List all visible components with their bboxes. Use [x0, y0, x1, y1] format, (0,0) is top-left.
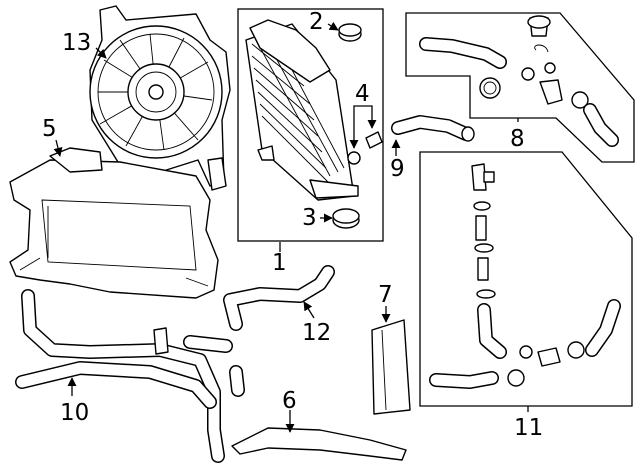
callout-13: 13 [62, 30, 91, 56]
callout-9: 9 [390, 156, 405, 182]
hose-kit-11 [429, 163, 621, 389]
leader-lines [53, 21, 529, 433]
upper-hose-9 [391, 115, 475, 142]
radiator-group-box [237, 8, 384, 242]
lower-insulator [332, 208, 360, 229]
hose-kit-8 [419, 15, 619, 147]
callout-10: 10 [60, 400, 89, 426]
air-deflector-7 [371, 319, 411, 415]
callout-3: 3 [302, 205, 317, 231]
drain-plug [347, 131, 383, 165]
callout-6: 6 [282, 388, 297, 414]
callout-12: 12 [302, 320, 331, 346]
callout-5: 5 [42, 116, 57, 142]
lower-deflector-6 [231, 427, 407, 461]
callout-8: 8 [510, 126, 525, 152]
radiator-cap [338, 23, 362, 42]
fan-assembly [89, 5, 231, 191]
callout-1: 1 [272, 250, 287, 276]
hose-kit-box-8 [405, 12, 635, 163]
callout-7: 7 [378, 282, 393, 308]
coolant-tubes-10 [15, 289, 245, 463]
radiator-support [9, 147, 219, 299]
lower-hose-12 [223, 265, 335, 331]
radiator [245, 19, 359, 201]
hose-kit-box-11 [419, 151, 633, 407]
callout-4: 4 [355, 81, 370, 107]
callout-11: 11 [514, 415, 543, 441]
callout-2: 2 [309, 9, 324, 35]
